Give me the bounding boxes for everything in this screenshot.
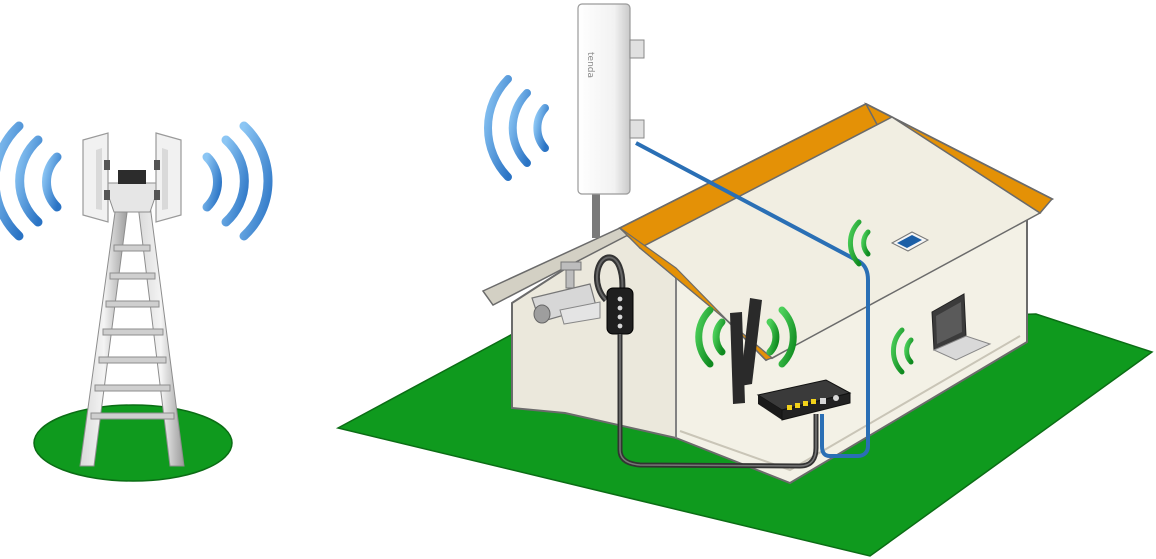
tower-right-signal-icon bbox=[202, 121, 273, 241]
tower-left-signal-icon bbox=[0, 121, 62, 241]
cpe-brand-label: tenda bbox=[585, 52, 595, 78]
outdoor-cpe-icon: tenda bbox=[577, 3, 645, 238]
router-icon bbox=[730, 298, 852, 421]
tower-site bbox=[0, 121, 273, 482]
router-signal-icon bbox=[695, 306, 797, 368]
laptop-icon bbox=[931, 293, 992, 361]
house-site: tenda bbox=[335, 3, 1154, 557]
smartphone-icon bbox=[890, 231, 930, 252]
cpe-signal-icon bbox=[483, 75, 549, 181]
poe-injector-icon bbox=[606, 287, 634, 335]
house-left-wall bbox=[511, 230, 677, 440]
lan-cable bbox=[635, 141, 870, 458]
security-camera-icon bbox=[531, 261, 601, 325]
laptop-signal-icon bbox=[890, 327, 914, 375]
smartphone-signal-icon bbox=[847, 219, 871, 267]
cell-tower-icon bbox=[79, 132, 185, 467]
